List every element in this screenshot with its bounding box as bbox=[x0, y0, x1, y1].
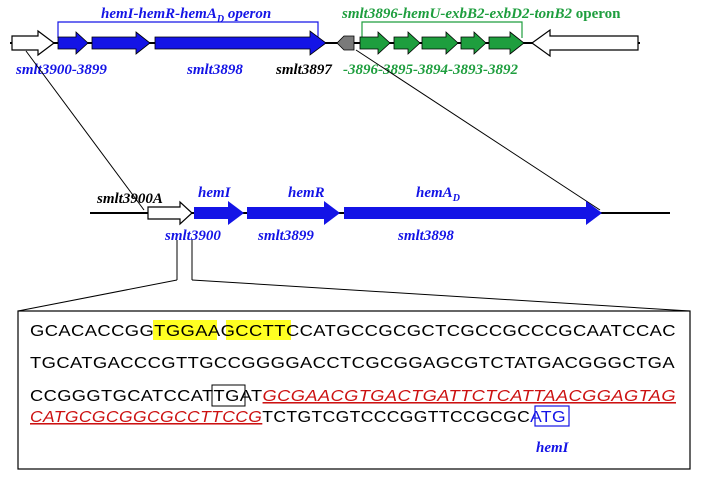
gene-arrow-smlt3900a-top bbox=[11, 29, 55, 57]
operon1-label-main: hemI-hemR-hemA bbox=[101, 6, 217, 22]
gene-arrow-hemU-top bbox=[393, 31, 421, 55]
stop-codon: TGA bbox=[214, 388, 253, 405]
gene-arrow-hemAD bbox=[344, 201, 602, 225]
gene-label-hemI: hemI bbox=[198, 185, 232, 201]
start-codon: ATG bbox=[530, 409, 566, 426]
operon1-label-subscript: D bbox=[216, 14, 224, 25]
gene-arrow-hemI-top bbox=[57, 31, 89, 55]
seq-line1-part-a: GCACACCGG bbox=[30, 323, 154, 340]
seq-line1-part-b: C bbox=[235, 323, 249, 340]
gene-label-hemAD: hemAD bbox=[416, 185, 460, 204]
gene-arrow-hemR bbox=[247, 201, 340, 225]
red-underlined-sequence-2: CATGCGCGGCGCCTTCCG bbox=[30, 409, 262, 426]
operon2-label: smlt3896-hemU-exbB2-exbD2-tonB2 operon bbox=[341, 6, 621, 22]
seq-line1-part-c: TGCCGCGCTCGCCGCCCGCAATCCAC bbox=[325, 323, 676, 340]
zoomed-genomic-map: smlt3900A hemI hemR hemAD smlt3900 smlt3… bbox=[90, 185, 670, 244]
gene-arrow-tonB2-top bbox=[488, 31, 525, 55]
rbs-highlight-1 bbox=[153, 320, 217, 340]
gene-arrow-hemI bbox=[194, 201, 244, 225]
seq-line3-part-b: T bbox=[251, 388, 263, 405]
zoom-line-right bbox=[355, 49, 601, 211]
gene-arrow-hemR-top bbox=[91, 31, 151, 55]
gene-label-hemAD-main: hemA bbox=[416, 185, 453, 201]
stop-codon-box bbox=[211, 384, 246, 407]
sequence-box bbox=[17, 310, 691, 470]
gene-label-smlt3897: smlt3897 bbox=[275, 62, 332, 78]
rbs-highlight-2 bbox=[226, 320, 291, 340]
gene-arrow-smlt3896-top bbox=[359, 31, 391, 55]
gene-label-hemR: hemR bbox=[288, 185, 325, 201]
zoom-line-left bbox=[25, 50, 145, 211]
operon1-bracket bbox=[57, 21, 319, 38]
gene-arrow-reverse-right-top bbox=[530, 28, 639, 58]
gene-label-smlt3900-3899: smlt3900-3899 bbox=[15, 62, 107, 78]
gene-label-smlt3899: smlt3899 bbox=[257, 228, 314, 244]
gene-arrow-smlt3897-top bbox=[336, 35, 355, 51]
gene-label-smlt3898-top: smlt3898 bbox=[186, 62, 243, 78]
seq-line4-part-b: TCTGTCGTCCCGGTTCCGCGC bbox=[262, 409, 530, 426]
rbs-site-2: CTTCCA bbox=[249, 323, 326, 340]
rbs-site-1: TGGAAG bbox=[154, 323, 235, 340]
operon1-label: hemI-hemR-hemAD operon bbox=[101, 6, 271, 25]
gene-arrow-exbD2-top bbox=[460, 31, 487, 55]
start-codon-box bbox=[534, 405, 570, 427]
gene-label-smlt3900: smlt3900 bbox=[164, 228, 221, 244]
operon2-bracket bbox=[361, 21, 523, 38]
gene-arrow-exbB2-top bbox=[421, 31, 459, 55]
seq-line3-part-a: CCGGGTGCATCCAT bbox=[30, 388, 214, 405]
start-codon-gene-label: hemI bbox=[536, 440, 570, 456]
operon2-label-main: smlt3896-hemU-exbB2-exbD2-tonB2 bbox=[341, 6, 572, 22]
operon1-label-suffix: operon bbox=[224, 6, 271, 22]
red-underlined-sequence-1: GCGAACGTGACTGATTCTCATTAACGGAGTAG bbox=[263, 388, 676, 405]
top-genomic-map: hemI-hemR-hemAD operon smlt3896-hemU-exb… bbox=[10, 6, 640, 78]
gene-label-smlt3898: smlt3898 bbox=[397, 228, 454, 244]
gene-arrow-smlt3900a bbox=[147, 200, 193, 226]
sequence-line-2: TGCATGACCCGTTGCCGGGGACCTCGCGGAGCGTCTATGA… bbox=[30, 355, 675, 372]
operon2-label-suffix: operon bbox=[572, 6, 621, 22]
funnel-line-right bbox=[191, 279, 691, 312]
gene-label-smlt3896-3892: -3896-3895-3894-3893-3892 bbox=[343, 62, 518, 78]
gene-label-hemAD-subscript: D bbox=[452, 193, 460, 204]
gene-label-smlt3900a: smlt3900A bbox=[96, 191, 163, 207]
gene-arrow-hemAD-top bbox=[154, 30, 327, 56]
funnel-line-left bbox=[17, 279, 178, 312]
